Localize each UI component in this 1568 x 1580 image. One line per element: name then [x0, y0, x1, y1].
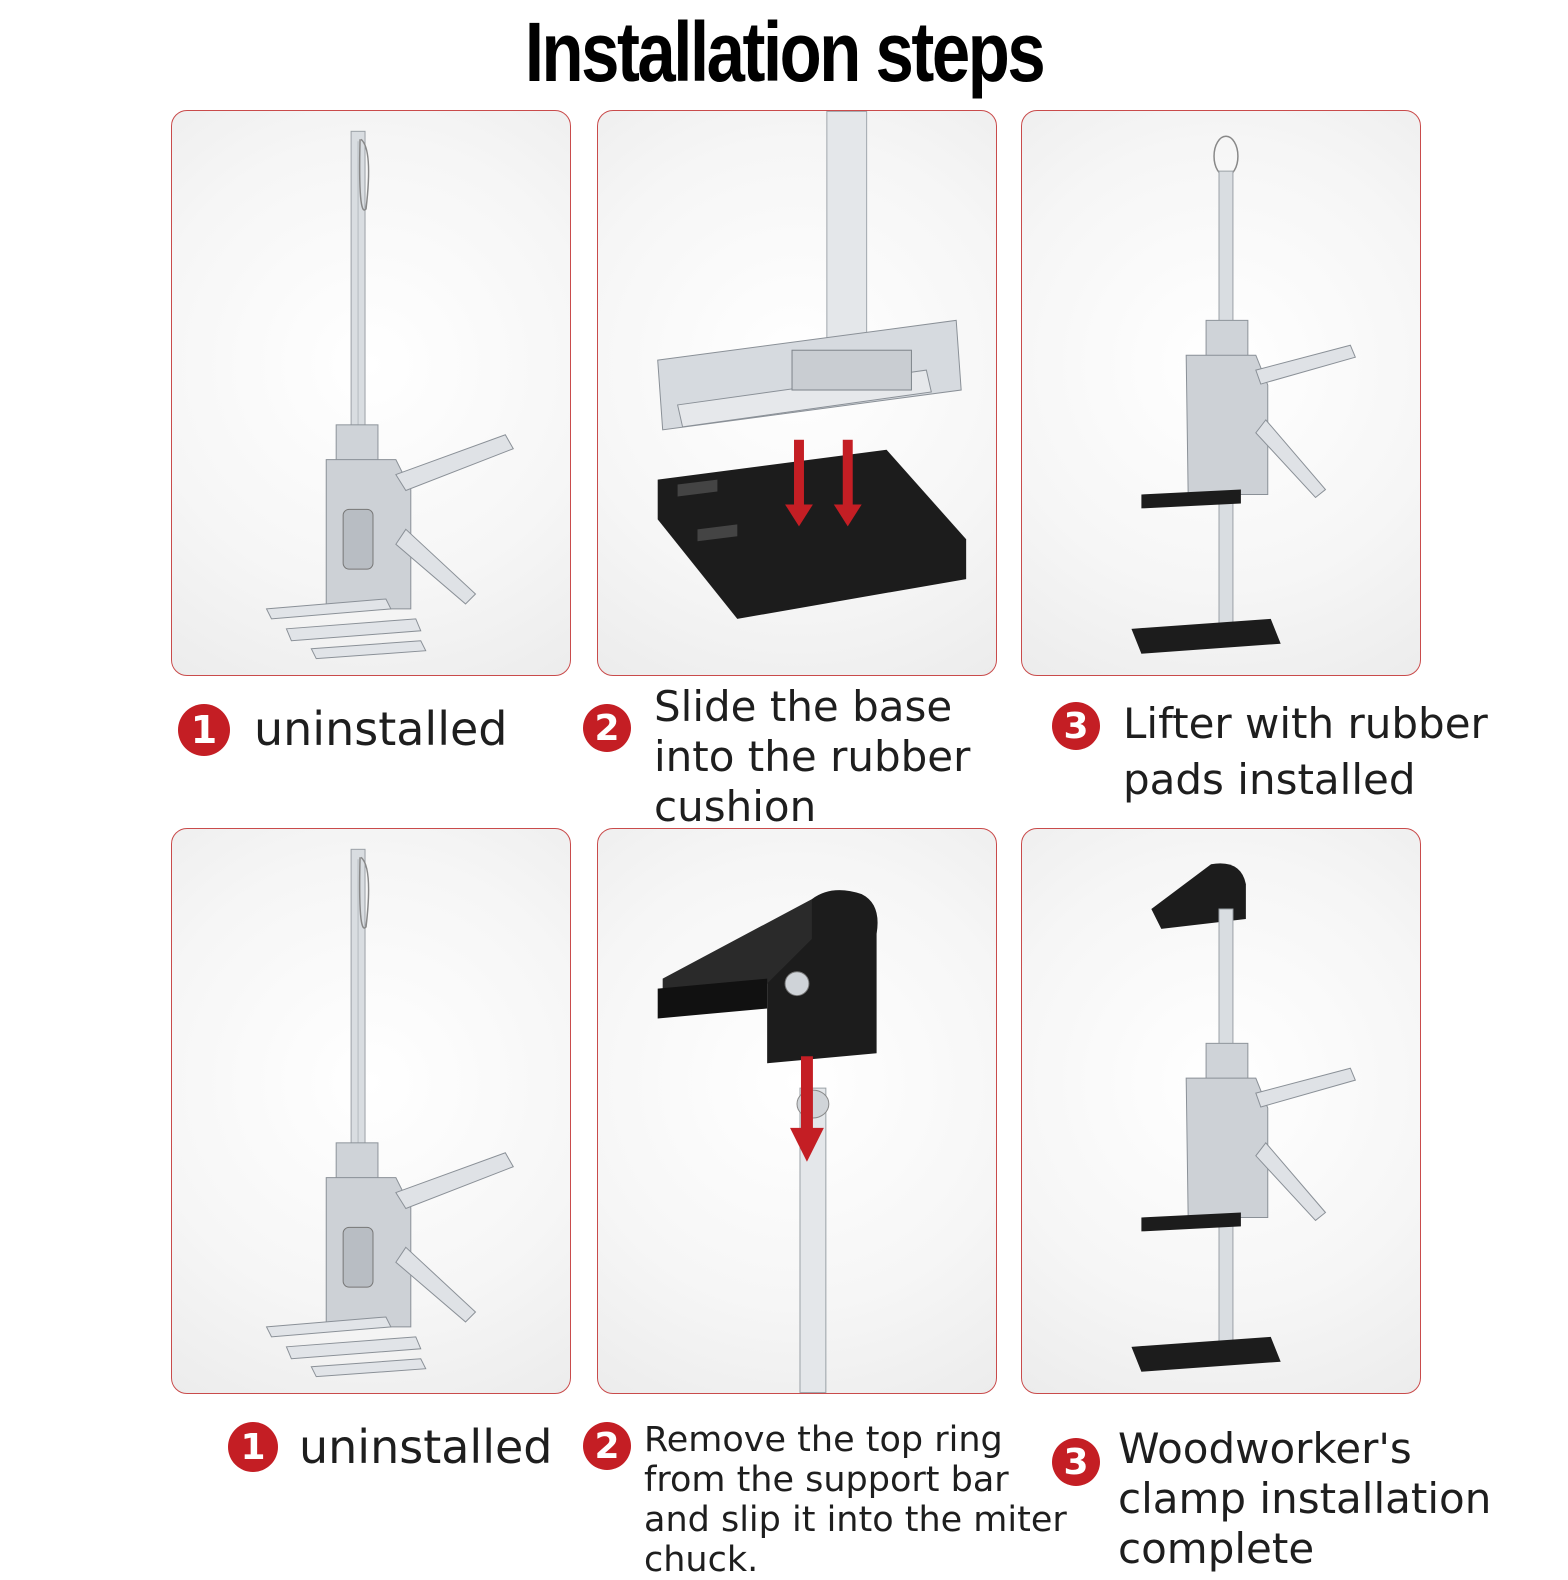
step-image-lifter-uninstalled [171, 110, 571, 676]
base-into-cushion-illustration [657, 111, 967, 619]
lifter-uninstalled-illustration [265, 848, 515, 1378]
step-caption-row2-1: 1 uninstalled [228, 1422, 553, 1472]
step-number-badge: 3 [1052, 702, 1100, 750]
step-caption-text: uninstalled [299, 1420, 553, 1474]
step-caption-text: uninstalled [254, 702, 508, 756]
step-caption-row2-2: 2 Remove the top ring from the support b… [583, 1420, 1067, 1580]
step-number-badge: 3 [1052, 1438, 1100, 1486]
step-caption-text: Slide the base into the rubber cushion [654, 682, 971, 831]
step-number-badge: 1 [178, 704, 230, 756]
lifter-with-chuck-illustration [1131, 863, 1356, 1372]
step-number-badge: 2 [583, 704, 631, 752]
step-caption-text: Woodworker's clamp installation complete [1118, 1424, 1492, 1573]
lifter-with-pads-illustration [1131, 135, 1356, 654]
step-image-lifter-uninstalled [171, 828, 571, 1394]
step-image-lifter-with-miter-chuck [1021, 828, 1421, 1394]
step-caption-row1-1: 1 uninstalled [178, 704, 508, 756]
step-number-badge: 2 [583, 1422, 631, 1470]
step-caption-text: Lifter with rubber pads installed [1123, 699, 1488, 804]
step-caption-row2-3: 3 Woodworker's clamp installation comple… [1052, 1424, 1491, 1574]
step-number-badge: 1 [228, 1422, 278, 1472]
step-caption-row1-2: 2 Slide the base into the rubber cushion [583, 682, 970, 832]
step-image-base-into-rubber-cushion [597, 110, 997, 676]
page-title: Installation steps [524, 5, 1046, 99]
step-image-miter-chuck-onto-bar [597, 828, 997, 1394]
step-caption-text: Remove the top ring from the support bar… [644, 1420, 1067, 1580]
miter-chuck-illustration [657, 890, 878, 1393]
step-image-lifter-with-rubber-pads [1021, 110, 1421, 676]
lifter-uninstalled-illustration [265, 130, 515, 660]
step-caption-row1-3: 3 Lifter with rubber pads installed [1052, 696, 1488, 808]
